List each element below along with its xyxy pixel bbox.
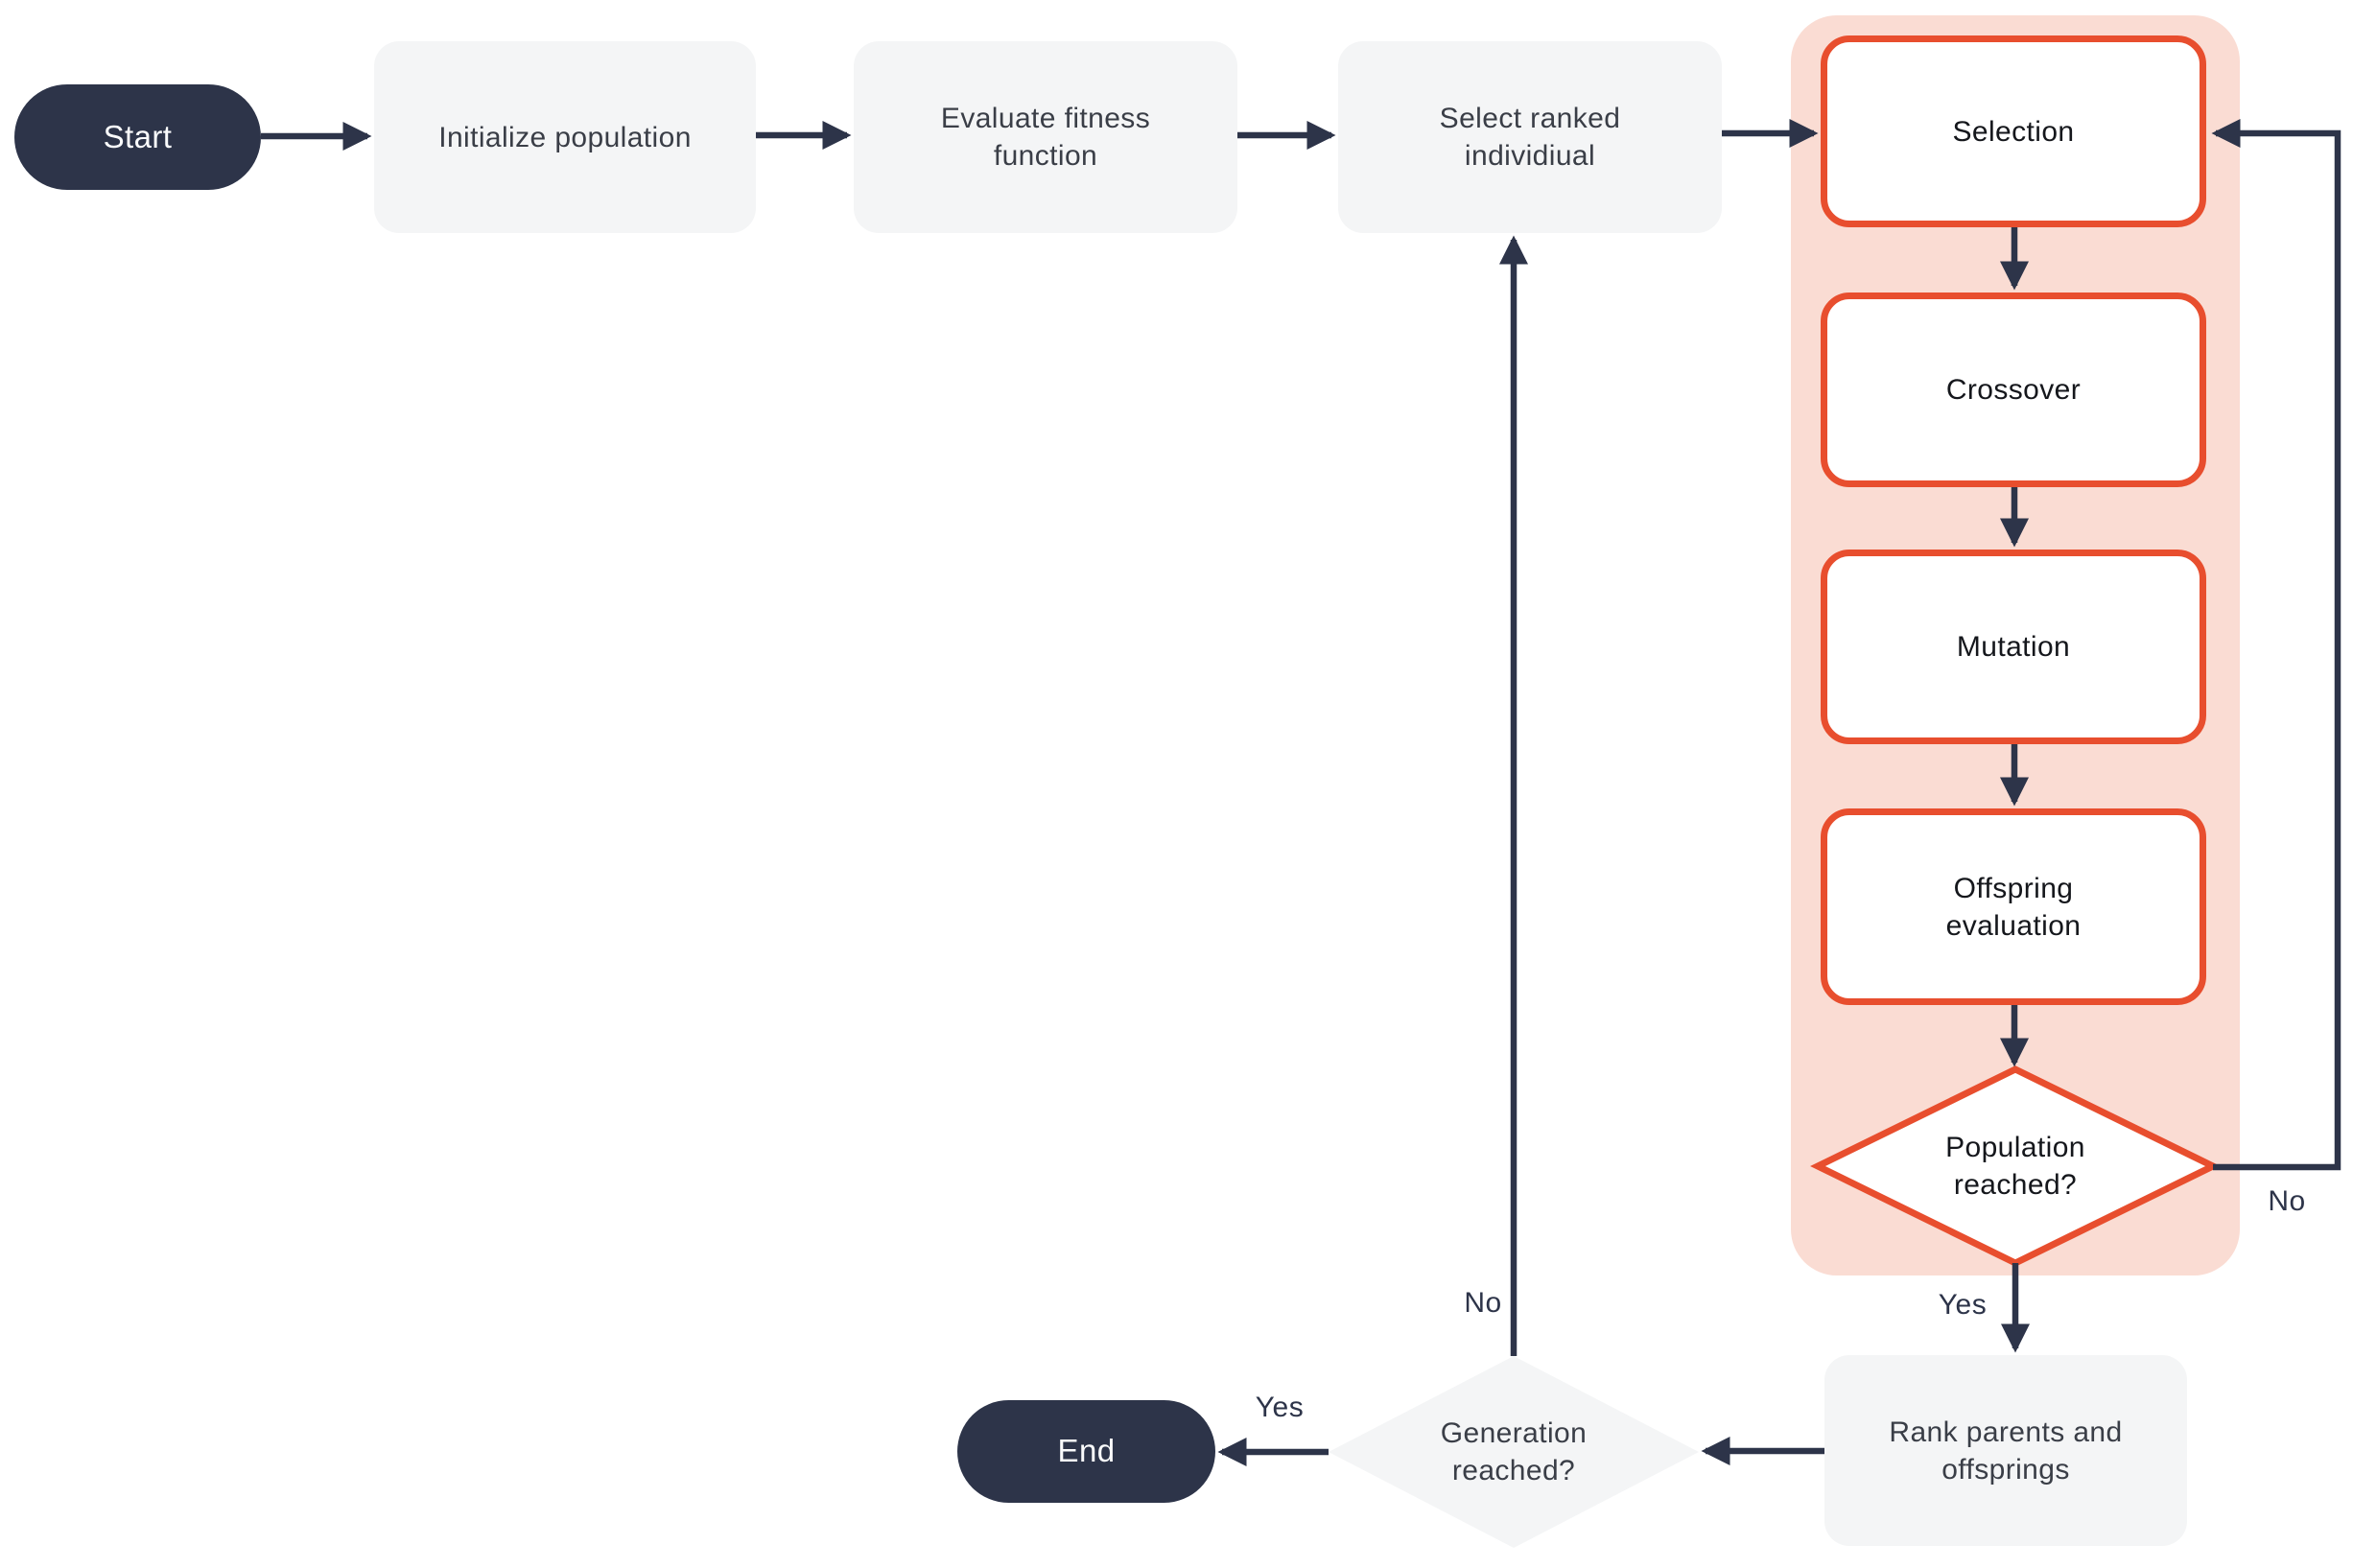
node-end-label: End	[1057, 1433, 1116, 1469]
decision-generation-reached-label: Generation reached?	[1440, 1417, 1588, 1486]
node-evaluate-fitness-label: Evaluate fitness function	[940, 103, 1151, 172]
node-initialize-population: Initialize population	[374, 41, 756, 233]
node-selection: Selection	[1821, 35, 2206, 227]
node-mutation: Mutation	[1821, 550, 2206, 744]
node-rank-parents-offsprings-label: Rank parents and offsprings	[1889, 1416, 2123, 1486]
node-offspring-evaluation-label: Offspring evaluation	[1945, 872, 2082, 942]
decision-generation-reached	[1329, 1356, 1699, 1548]
edge-label-population-yes: Yes	[1938, 1289, 1988, 1321]
node-offspring-evaluation: Offspring evaluation	[1821, 808, 2206, 1005]
edge-label-population-no: No	[2268, 1185, 2306, 1217]
node-initialize-population-label: Initialize population	[438, 121, 692, 153]
node-crossover: Crossover	[1821, 293, 2206, 487]
edge-label-generation-yes: Yes	[1255, 1392, 1305, 1423]
node-start-label: Start	[103, 118, 173, 154]
node-rank-parents-offsprings: Rank parents and offsprings	[1824, 1355, 2187, 1546]
node-select-ranked-individual: Select ranked individiual	[1338, 41, 1722, 233]
edge-population-no-loop-to-selection	[2211, 119, 2341, 1171]
node-select-ranked-individual-label: Select ranked individiual	[1439, 103, 1621, 172]
edge-label-generation-no: No	[1464, 1287, 1502, 1319]
node-end: End	[957, 1400, 1215, 1503]
decision-population-reached-label: Population reached?	[1945, 1132, 2085, 1201]
node-mutation-label: Mutation	[1956, 631, 2071, 663]
node-selection-label: Selection	[1952, 115, 2075, 148]
node-start: Start	[14, 84, 261, 190]
node-crossover-label: Crossover	[1945, 374, 2082, 406]
node-evaluate-fitness: Evaluate fitness function	[854, 41, 1237, 233]
